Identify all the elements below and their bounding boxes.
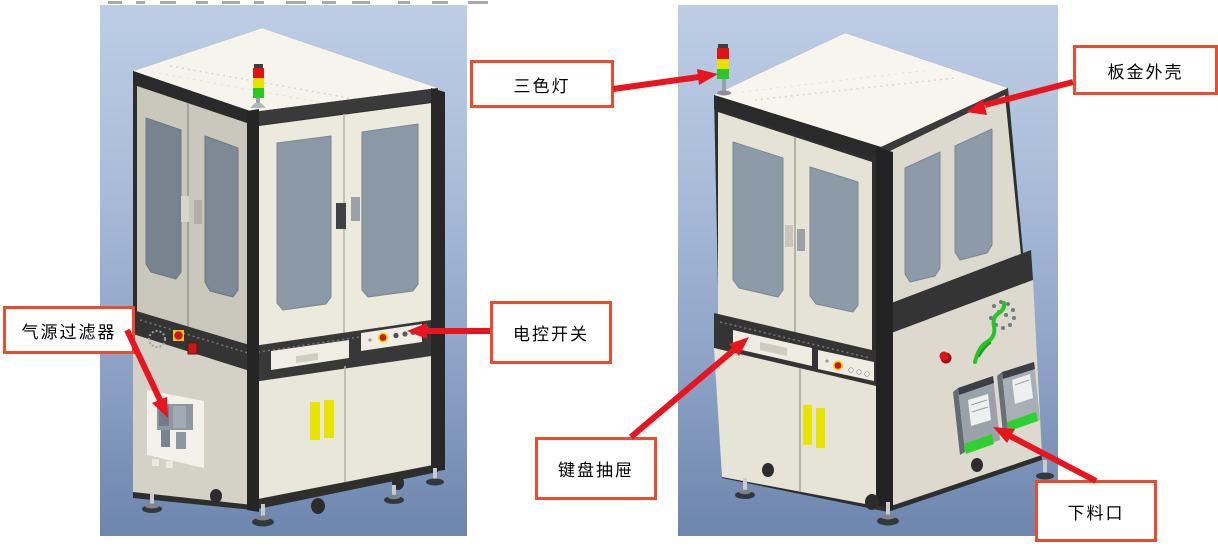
air-hose-coil [973,301,1007,364]
light-yellow [717,59,729,69]
control-button [848,367,854,373]
discharge-chute [997,362,1040,433]
light-yellow [253,78,264,88]
door-handle [351,197,360,221]
top-rail-left [714,95,881,161]
right-panel-window [904,151,941,283]
door-handle-yellow [324,400,334,438]
cropped-text-artifact [322,1,336,4]
corner-post [247,109,259,512]
callout-label: 气源过滤器 [21,322,117,343]
top-panel [714,33,1008,147]
corner-post [876,147,893,510]
side-door-window [204,135,239,298]
door-handle [785,225,793,247]
filter-bowl [161,430,170,447]
control-button [410,329,416,336]
callout-label: 板金外壳 [1107,62,1184,83]
machine-front-left-view [133,28,445,527]
tricolor-stack-light [250,64,266,108]
callout-discharge-outlet: 下料口 [1035,480,1157,542]
emergency-stop-button [174,331,183,340]
light-red [717,48,729,59]
control-button [402,331,408,337]
cropped-text-artifact [352,1,370,4]
cropped-text-artifact [108,1,122,4]
light-green [717,69,729,79]
machine-back-right-view [714,33,1054,526]
control-strip [361,324,422,351]
right-panel-window [954,128,993,261]
side-door-window [145,117,182,280]
tricolor-stack-light [717,44,731,96]
cropped-text-artifact [160,1,176,4]
callout-label: 键盘抽屉 [558,461,634,481]
cropped-text-artifact [286,1,306,4]
control-button [864,371,870,377]
callout-sheet-metal-housing: 板金外壳 [1073,45,1218,95]
discharge-chute [953,376,1000,455]
callout-label: 三色灯 [513,76,571,97]
edge-post [431,88,445,472]
feet [735,458,1054,526]
light-green [253,88,264,98]
cropped-text-artifact [136,1,145,4]
emergency-stop-button [834,362,842,369]
callout-tricolor-light: 三色灯 [470,60,614,108]
top-rail-left [133,71,253,126]
filter-bowl [176,432,186,449]
door-handle [181,196,189,222]
control-button [856,369,862,375]
top-panel [133,28,438,112]
side-door-window [809,166,859,313]
callout-keyboard-drawer: 键盘抽屉 [535,437,657,500]
feet [142,468,444,527]
front-door-window [361,123,419,298]
cropped-text-artifact [222,1,240,4]
light-red [253,68,264,78]
power-rocker-switch [187,342,198,355]
cropped-text-artifact [468,1,488,4]
control-button [393,332,399,339]
callout-electric-control-switch: 电控开关 [490,301,612,364]
emergency-stop-button [939,351,949,361]
cropped-text-artifact [432,1,448,4]
top-rail-front [253,88,438,126]
mid-band-right [886,250,1033,335]
door-handle [194,200,202,224]
door-handle-yellow [310,402,320,440]
door-handle-yellow [803,405,812,445]
cropped-text-artifact [398,1,410,4]
cropped-text-artifact [254,1,264,4]
emergency-stop-button [379,334,387,341]
lower-side-doors [714,348,876,506]
side-door-window [732,141,784,298]
door-handle [797,229,805,251]
mid-band-left [133,310,253,372]
callout-label: 下料口 [1067,503,1125,524]
callout-air-source-filter: 气源过滤器 [3,306,135,354]
door-handle [336,203,346,229]
front-door-window [276,135,332,311]
door-handle-yellow [816,408,825,448]
callout-label: 电控开关 [513,325,589,345]
cropped-text-artifact [196,1,208,4]
